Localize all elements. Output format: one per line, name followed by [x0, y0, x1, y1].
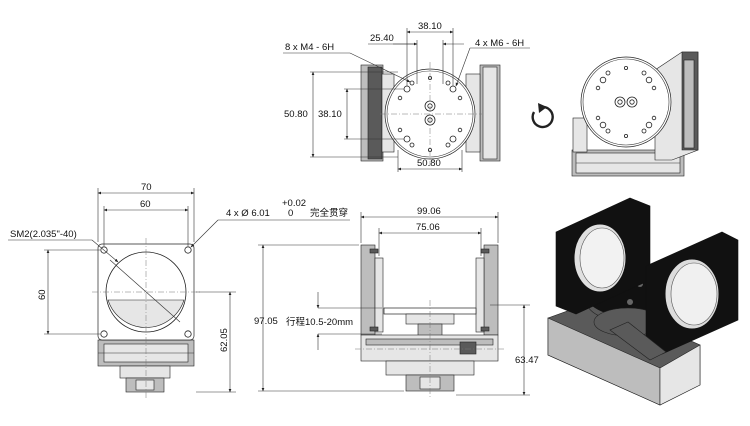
top-view-right-bracket [465, 64, 501, 162]
dim-97-05: 97.05 [254, 316, 278, 327]
hole-note-suffix: 完全贯穿 [310, 207, 348, 219]
top-view-m4-holes [397, 80, 463, 148]
dim-75-06: 75.06 [416, 222, 440, 233]
dim-50-80-bottom: 50.80 [417, 158, 441, 169]
dim-60-left: 60 [37, 289, 48, 300]
rotate-clockwise-icon [531, 103, 554, 129]
label-m6: 4 x M6 - 6H [475, 38, 524, 49]
front-view-mounting-holes [100, 246, 192, 338]
dim-38-10-left: 38.10 [318, 109, 342, 120]
top-view: 38.10 25.40 8 x M4 - 6H 4 x M6 - 6H 50.8… [283, 21, 530, 172]
dim-70: 70 [141, 182, 152, 193]
dim-62-05: 62.05 [219, 328, 230, 352]
top-right-holes [595, 66, 657, 138]
front-view: 70 60 SM2(2.035"-40) 60 62.05 4 x Ø 6.01… [8, 182, 350, 398]
dim-38-10-top: 38.10 [418, 21, 442, 32]
tol-lower: 0 [288, 208, 293, 219]
dim-99-06: 99.06 [417, 206, 441, 217]
hole-note-prefix: 4 x Ø 6.01 [226, 208, 270, 219]
label-sm2: SM2(2.035"-40) [10, 229, 77, 240]
dim-63-47: 63.47 [515, 355, 539, 366]
dim-50-80-left: 50.80 [284, 109, 308, 120]
label-m4: 8 x M4 - 6H [285, 42, 334, 53]
dim-25-40: 25.40 [370, 33, 394, 44]
label-travel: 行程10.5-20mm [286, 316, 353, 328]
side-view: 99.06 75.06 97.05 行程10.5-20mm 63.47 [254, 206, 539, 398]
dim-60-top: 60 [140, 199, 151, 210]
tol-upper: +0.02 [282, 198, 306, 209]
isometric-render [547, 197, 739, 406]
side-view-left-plate [360, 244, 376, 336]
side-view-right-plate [483, 244, 499, 336]
top-right-view [571, 51, 699, 177]
top-right-rotary-disc [580, 56, 672, 148]
